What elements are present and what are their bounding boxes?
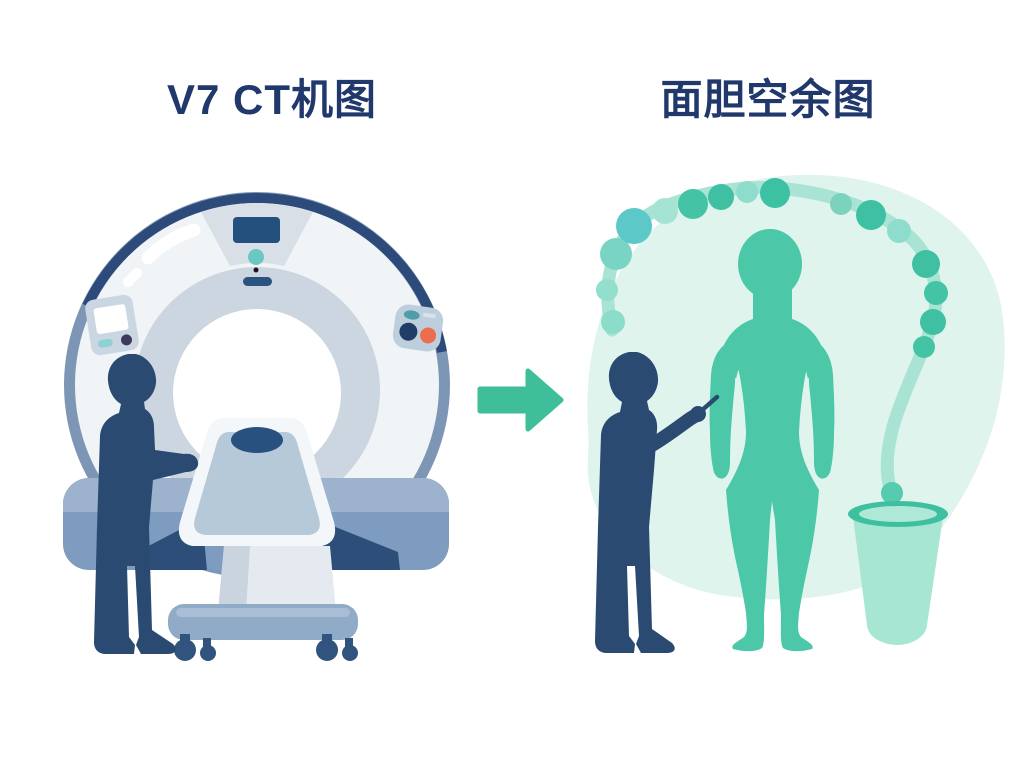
technician-body (94, 354, 199, 654)
body-head (738, 229, 802, 299)
arrow-right-icon (477, 368, 564, 432)
presenter-body (595, 352, 675, 653)
chain-tail-bulb (881, 482, 903, 504)
body-torso-legs (724, 296, 821, 652)
caster-stem (345, 638, 353, 648)
caster-stem (203, 638, 211, 648)
button-pod-slot (422, 312, 436, 319)
table-pedestal-shade (218, 546, 250, 612)
caster-wheel (200, 645, 216, 661)
scan-dot (616, 208, 652, 244)
gantry-sensor-dot (253, 267, 259, 273)
transition-arrow (477, 368, 564, 432)
body-arm-gap-left (733, 377, 740, 463)
control-panel-teal-button (97, 338, 113, 348)
scan-dot (856, 200, 886, 230)
gantry-vent-slot (243, 277, 272, 286)
table-headrest (231, 427, 283, 453)
collection-cup (848, 501, 948, 645)
left-figure-title: V7 CT机图 (166, 76, 378, 123)
scan-dot (924, 281, 948, 305)
caster-wheel (316, 639, 338, 661)
scan-dots-arc (596, 178, 948, 504)
right-figure-title: 面胆空余图 (660, 76, 876, 123)
scan-dot (596, 279, 618, 301)
button-pod-navy-button (399, 322, 418, 341)
button-pod-body (392, 304, 444, 352)
body-arm-gap-right (804, 377, 811, 463)
scan-dot (736, 181, 758, 203)
gantry-control-panel-right (392, 304, 444, 352)
patient-table (168, 418, 358, 661)
scan-dot (708, 184, 734, 210)
scan-dot (887, 219, 911, 243)
scan-dot (678, 189, 708, 219)
scan-dot (830, 193, 852, 215)
scan-dot (912, 250, 940, 278)
body-left-arm (709, 345, 739, 479)
gantry-gloss-streak (141, 223, 201, 265)
body-right-arm (805, 345, 835, 479)
cup-body (853, 517, 943, 645)
caster-wheel (174, 639, 196, 661)
patient-body-silhouette (709, 229, 835, 652)
table-platform-highlight (176, 608, 350, 617)
gantry-display-screen (233, 217, 280, 243)
pointer-stick (697, 394, 720, 415)
presenter-silhouette (595, 352, 720, 653)
ct-scanner-illustration (63, 192, 450, 661)
technician-silhouette (94, 354, 199, 654)
gantry-control-panel-left (85, 294, 139, 356)
scan-dot (600, 238, 632, 270)
gantry-gloss-streak-small (123, 268, 142, 287)
gantry-rim-highlight-arc (82, 193, 447, 353)
button-pod-teal-knob (403, 310, 420, 320)
scan-dot (920, 309, 946, 335)
scan-dot (652, 198, 678, 224)
cup-rim-inner (859, 506, 937, 522)
gantry-display-cluster (233, 217, 280, 286)
control-panel-screen (93, 304, 129, 334)
control-panel-dark-button (121, 334, 133, 346)
body-scan-illustration (587, 174, 1005, 653)
scan-dot (913, 336, 935, 358)
button-pod-orange-button (420, 327, 437, 344)
caster-wheel (342, 645, 358, 661)
scan-dot (601, 310, 625, 334)
table-mattress (194, 432, 320, 535)
scan-dot (760, 178, 790, 208)
gantry-indicator-light (248, 249, 264, 265)
table-casters (174, 634, 358, 661)
